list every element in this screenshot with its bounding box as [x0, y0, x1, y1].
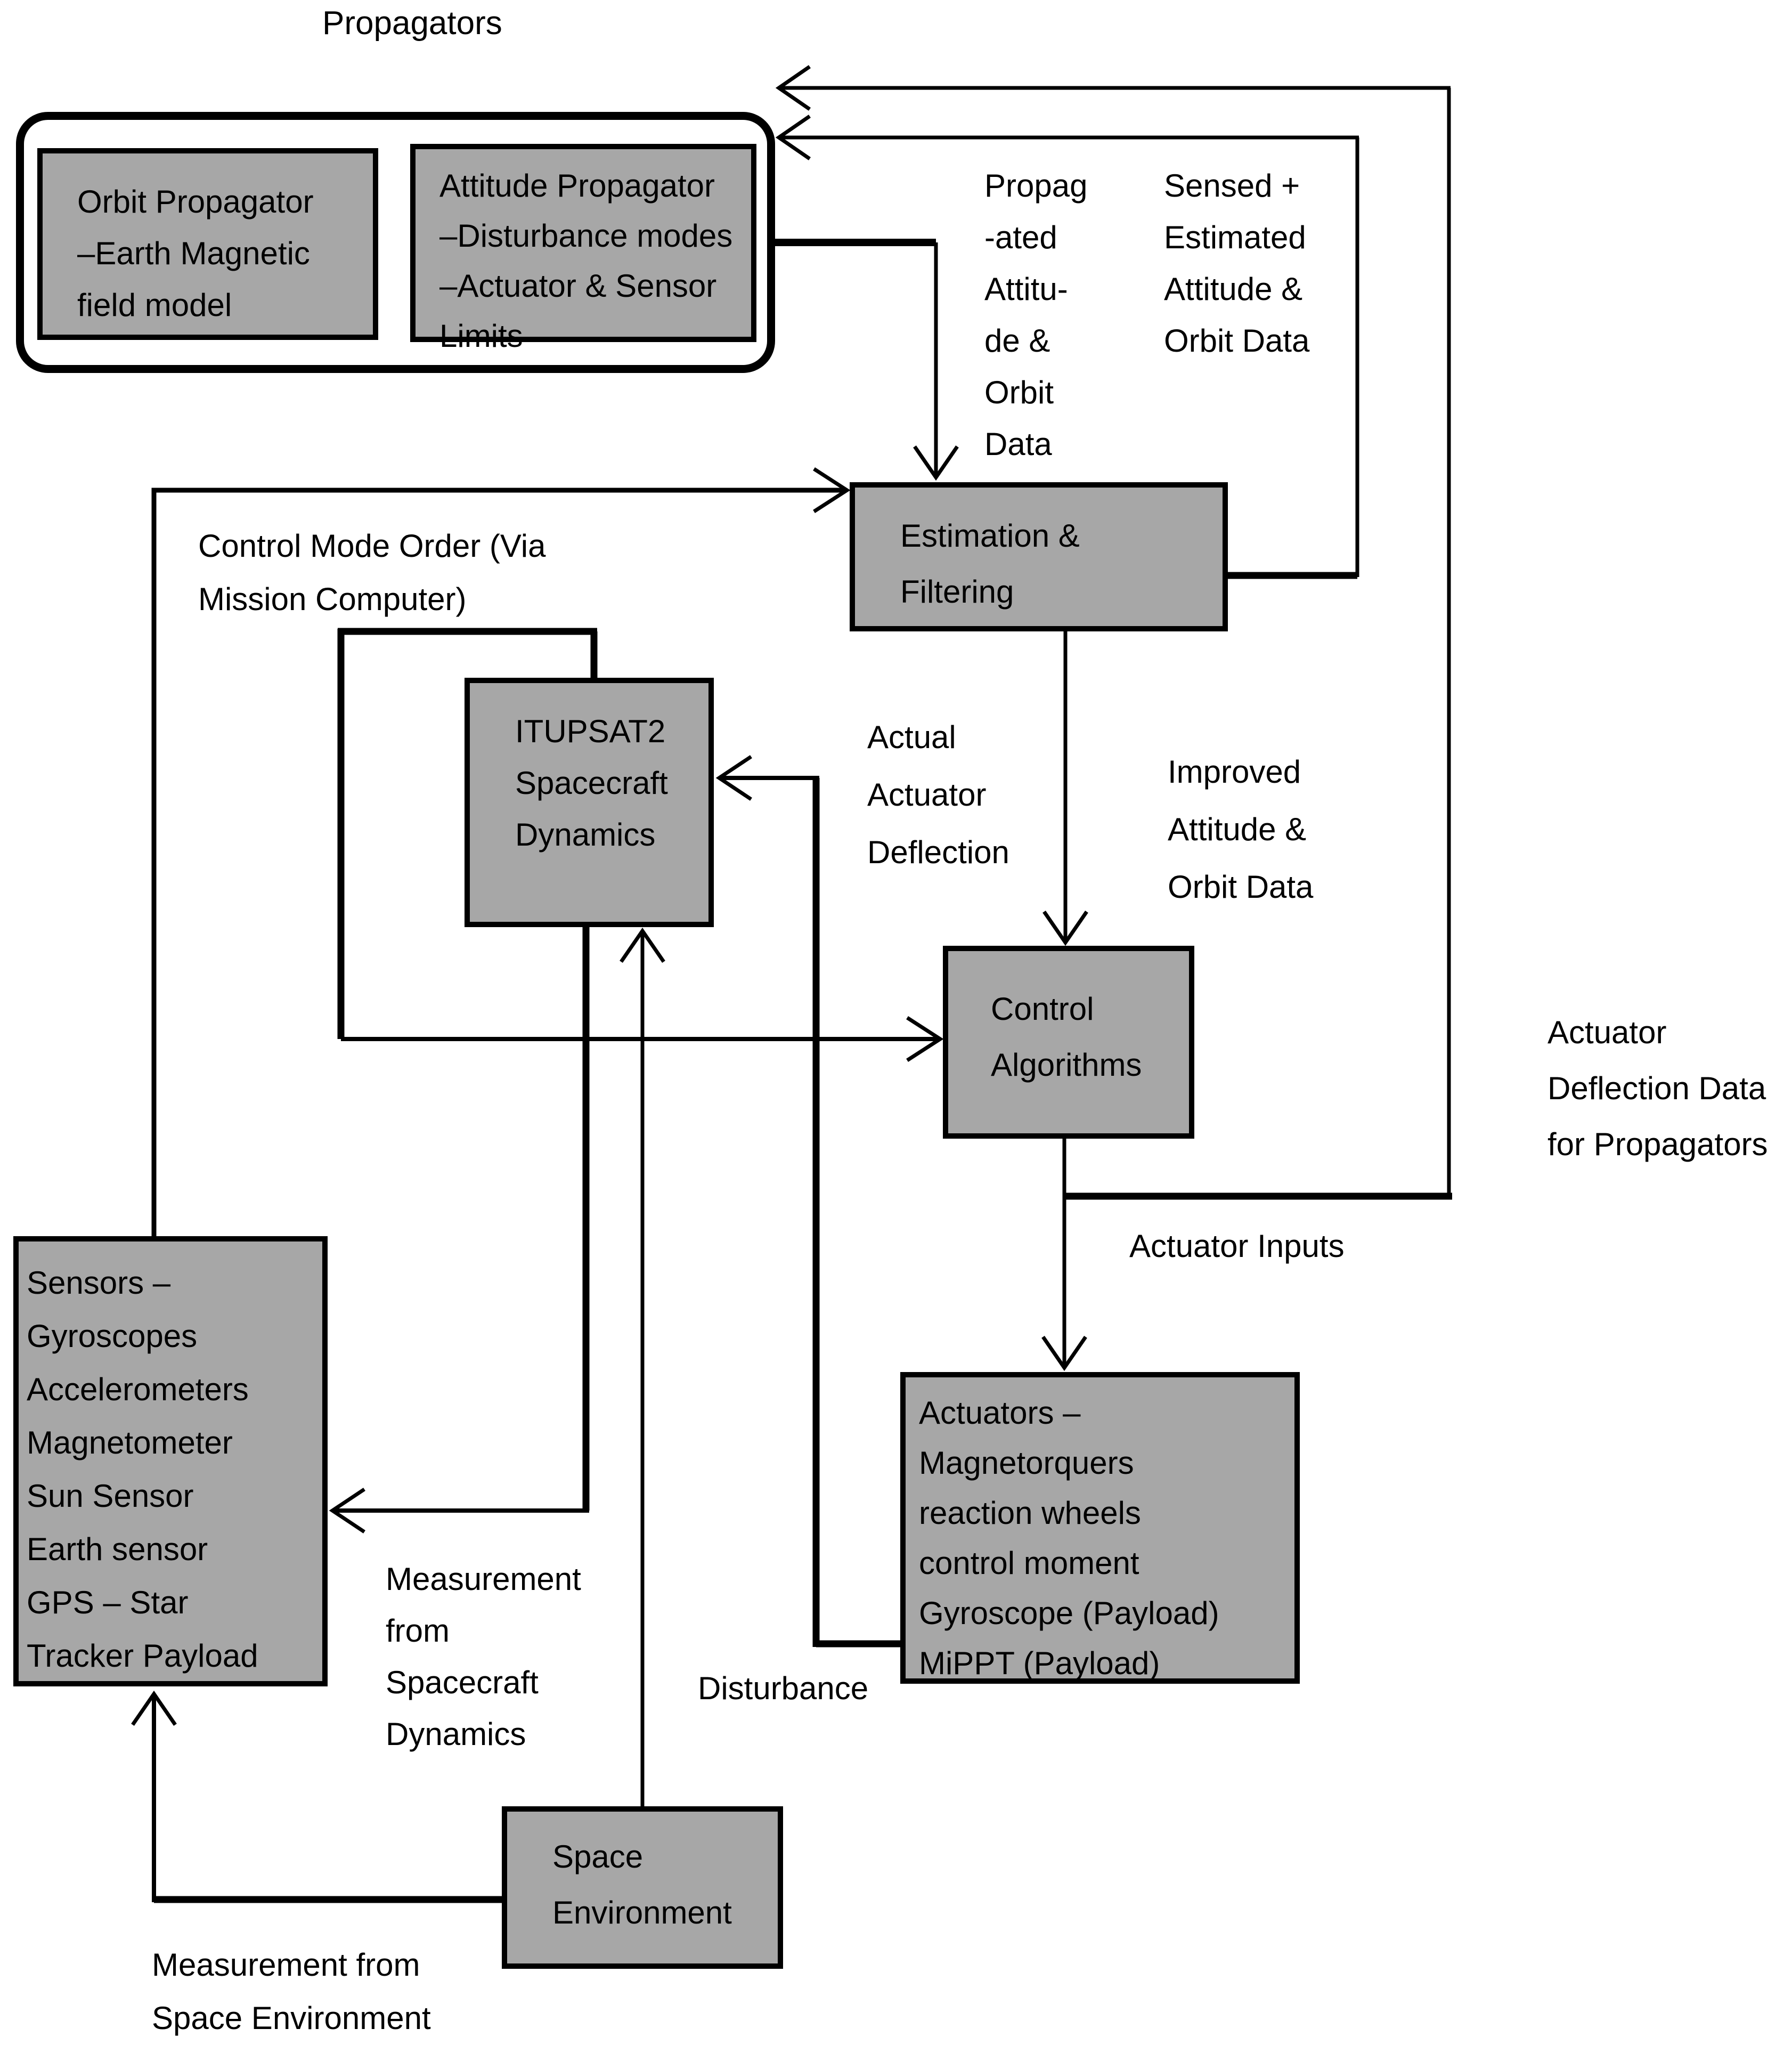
estimation-filtering-box: Estimation & Filtering [850, 482, 1228, 631]
sensors-label: Sensors – Gyroscopes Accelerometers Magn… [27, 1265, 258, 1674]
attitude-propagator-box: Attitude Propagator –Disturbance modes –… [410, 144, 756, 354]
propagators-group-outline [16, 112, 775, 373]
connector-space-environment-to-sensors [131, 1690, 504, 1903]
propagated-data-flow-label: Propag -ated Attitu- de & Orbit Data [984, 168, 1088, 462]
arrowhead-down-icon [1042, 911, 1088, 946]
connector-propagated-data-to-estimation [770, 239, 959, 481]
arrowhead-right-icon [906, 1016, 944, 1062]
arrowhead-left-icon [715, 755, 752, 801]
connector-sensors-to-estimation [151, 467, 851, 1236]
measurement-from-dynamics-flow-label: Measurement from Spacecraft Dynamics [386, 1561, 581, 1752]
connector-dynamics-to-control [337, 628, 944, 1062]
estimation-filtering-label: Estimation & Filtering [900, 518, 1080, 610]
propagators-title: Propagators [322, 5, 502, 42]
connector-actual-deflection-to-dynamics [715, 755, 903, 1648]
actual-actuator-deflection-flow-label: Actual Actuator Deflection [867, 719, 1009, 870]
itupsat2-dynamics-box: ITUPSAT2 Spacecraft Dynamics [465, 678, 714, 927]
sensors-box: Sensors – Gyroscopes Accelerometers Magn… [13, 1236, 328, 1686]
line-segment [151, 488, 844, 1236]
connector-improved-data-to-control [1042, 631, 1088, 946]
improved-data-flow-label: Improved Attitude & Orbit Data [1168, 754, 1314, 905]
connector-dynamics-to-sensors [329, 924, 590, 1533]
connector-sensed-estimated-to-propagators [775, 115, 1359, 579]
itupsat2-dynamics-label: ITUPSAT2 Spacecraft Dynamics [515, 713, 668, 853]
control-algorithms-box: Control Algorithms [943, 946, 1194, 1139]
arrowhead-left-icon [329, 1488, 365, 1533]
actuator-deflection-for-propagators-flow-label: Actuator Deflection Data for Propagators [1547, 1015, 1768, 1162]
orbit-propagator-label: Orbit Propagator –Earth Magnetic field m… [77, 184, 314, 323]
arrowhead-right-icon [813, 467, 851, 513]
arrowhead-up-icon [131, 1690, 177, 1726]
arrowhead-down-icon [1041, 1336, 1087, 1372]
space-environment-box: Space Environment [502, 1806, 783, 1969]
connector-actuator-deflection-to-propagators [775, 65, 1452, 1200]
space-environment-label: Space Environment [552, 1839, 732, 1930]
sensed-estimated-flow-label: Sensed + Estimated Attitude & Orbit Data [1164, 168, 1310, 359]
actuators-label: Actuators – Magnetorquers reaction wheel… [919, 1395, 1219, 1681]
connector-disturbance-to-dynamics [620, 927, 665, 1806]
disturbance-flow-label: Disturbance [698, 1670, 869, 1706]
attitude-propagator-label: Attitude Propagator –Disturbance modes –… [439, 168, 733, 354]
control-algorithms-label: Control Algorithms [991, 991, 1142, 1083]
orbit-propagator-box: Orbit Propagator –Earth Magnetic field m… [37, 148, 378, 340]
actuator-inputs-flow-label: Actuator Inputs [1129, 1228, 1345, 1264]
arrowhead-left-icon [775, 115, 811, 160]
arrowhead-up-icon [620, 927, 665, 963]
actuators-box: Actuators – Magnetorquers reaction wheel… [900, 1372, 1300, 1684]
arrowhead-left-icon [775, 65, 811, 111]
control-mode-order-flow-label: Control Mode Order (Via Mission Computer… [198, 528, 546, 617]
connector-control-to-actuators [1041, 1138, 1087, 1372]
arrowhead-down-icon [913, 445, 959, 481]
measurement-from-space-environment-flow-label: Measurement from Space Environment [152, 1947, 431, 2036]
